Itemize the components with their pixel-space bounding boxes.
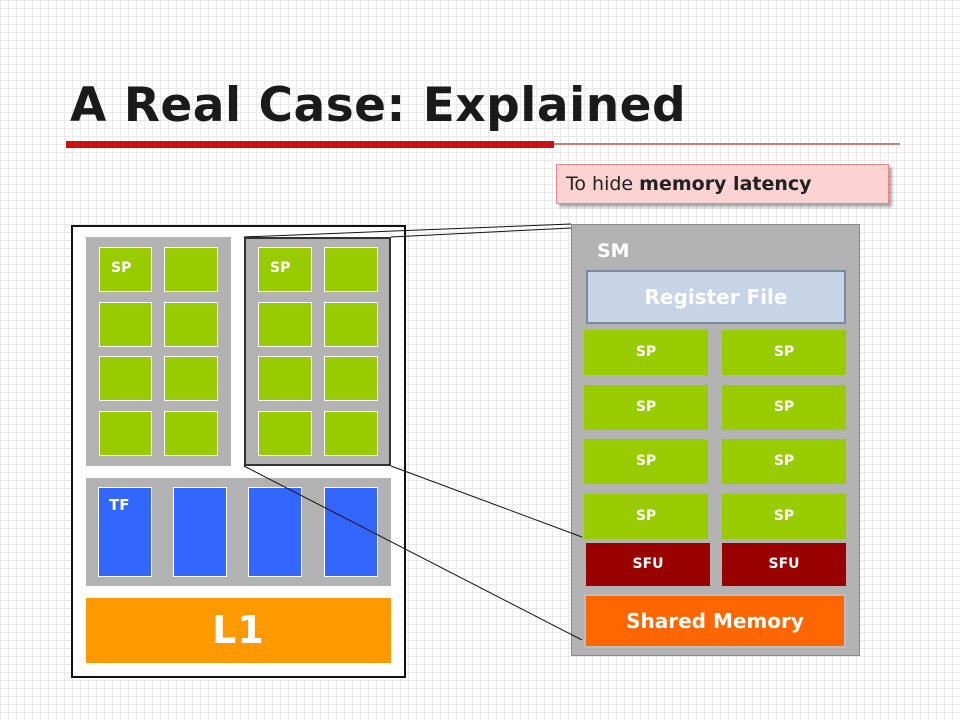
sm-sp-core: SP bbox=[584, 494, 708, 539]
sm-label: SM bbox=[597, 240, 630, 262]
slide-title: A Real Case: Explained bbox=[70, 78, 687, 133]
tf-unit: TF bbox=[98, 487, 152, 577]
connector-line-top-inner bbox=[390, 227, 572, 238]
title-underline-rule bbox=[554, 143, 900, 145]
sp-core bbox=[324, 411, 378, 456]
sp-core bbox=[324, 247, 378, 292]
sp-core bbox=[324, 302, 378, 347]
sp-core bbox=[258, 356, 312, 401]
sm-sp-core: SP bbox=[722, 439, 846, 484]
sp-core bbox=[99, 356, 152, 401]
memory-latency-callout: To hide memory latency bbox=[556, 164, 889, 204]
sfu-unit: SFU bbox=[586, 543, 710, 586]
l1-cache: L1 bbox=[86, 598, 391, 663]
callout-prefix: To hide bbox=[566, 173, 640, 195]
sfu-unit: SFU bbox=[722, 543, 846, 586]
sm-sp-core: SP bbox=[584, 385, 708, 430]
sm-sp-core: SP bbox=[722, 494, 846, 539]
sp-core bbox=[99, 302, 152, 347]
sp-core bbox=[164, 247, 218, 292]
sm-sp-core: SP bbox=[584, 330, 708, 375]
callout-emphasis: memory latency bbox=[639, 173, 812, 195]
sm-sp-core: SP bbox=[584, 439, 708, 484]
sp-core-label: SP bbox=[111, 260, 132, 276]
tf-unit bbox=[324, 487, 378, 577]
tf-unit-label: TF bbox=[109, 496, 130, 514]
sm-sp-core: SP bbox=[722, 385, 846, 430]
title-underline-accent bbox=[66, 141, 554, 148]
sp-core: SP bbox=[99, 247, 152, 292]
register-file: Register File bbox=[586, 270, 846, 324]
sp-core bbox=[164, 411, 218, 456]
sp-core bbox=[164, 356, 218, 401]
sp-core bbox=[324, 356, 378, 401]
sp-core bbox=[99, 411, 152, 456]
sp-core bbox=[258, 411, 312, 456]
tf-unit bbox=[248, 487, 302, 577]
sm-sp-core: SP bbox=[722, 330, 846, 375]
tf-unit bbox=[173, 487, 227, 577]
sp-core: SP bbox=[258, 247, 312, 292]
sp-core bbox=[164, 302, 218, 347]
connector-line-middle bbox=[390, 465, 583, 538]
shared-memory: Shared Memory bbox=[584, 594, 846, 648]
sp-core bbox=[258, 302, 312, 347]
sp-core-label: SP bbox=[270, 260, 291, 276]
